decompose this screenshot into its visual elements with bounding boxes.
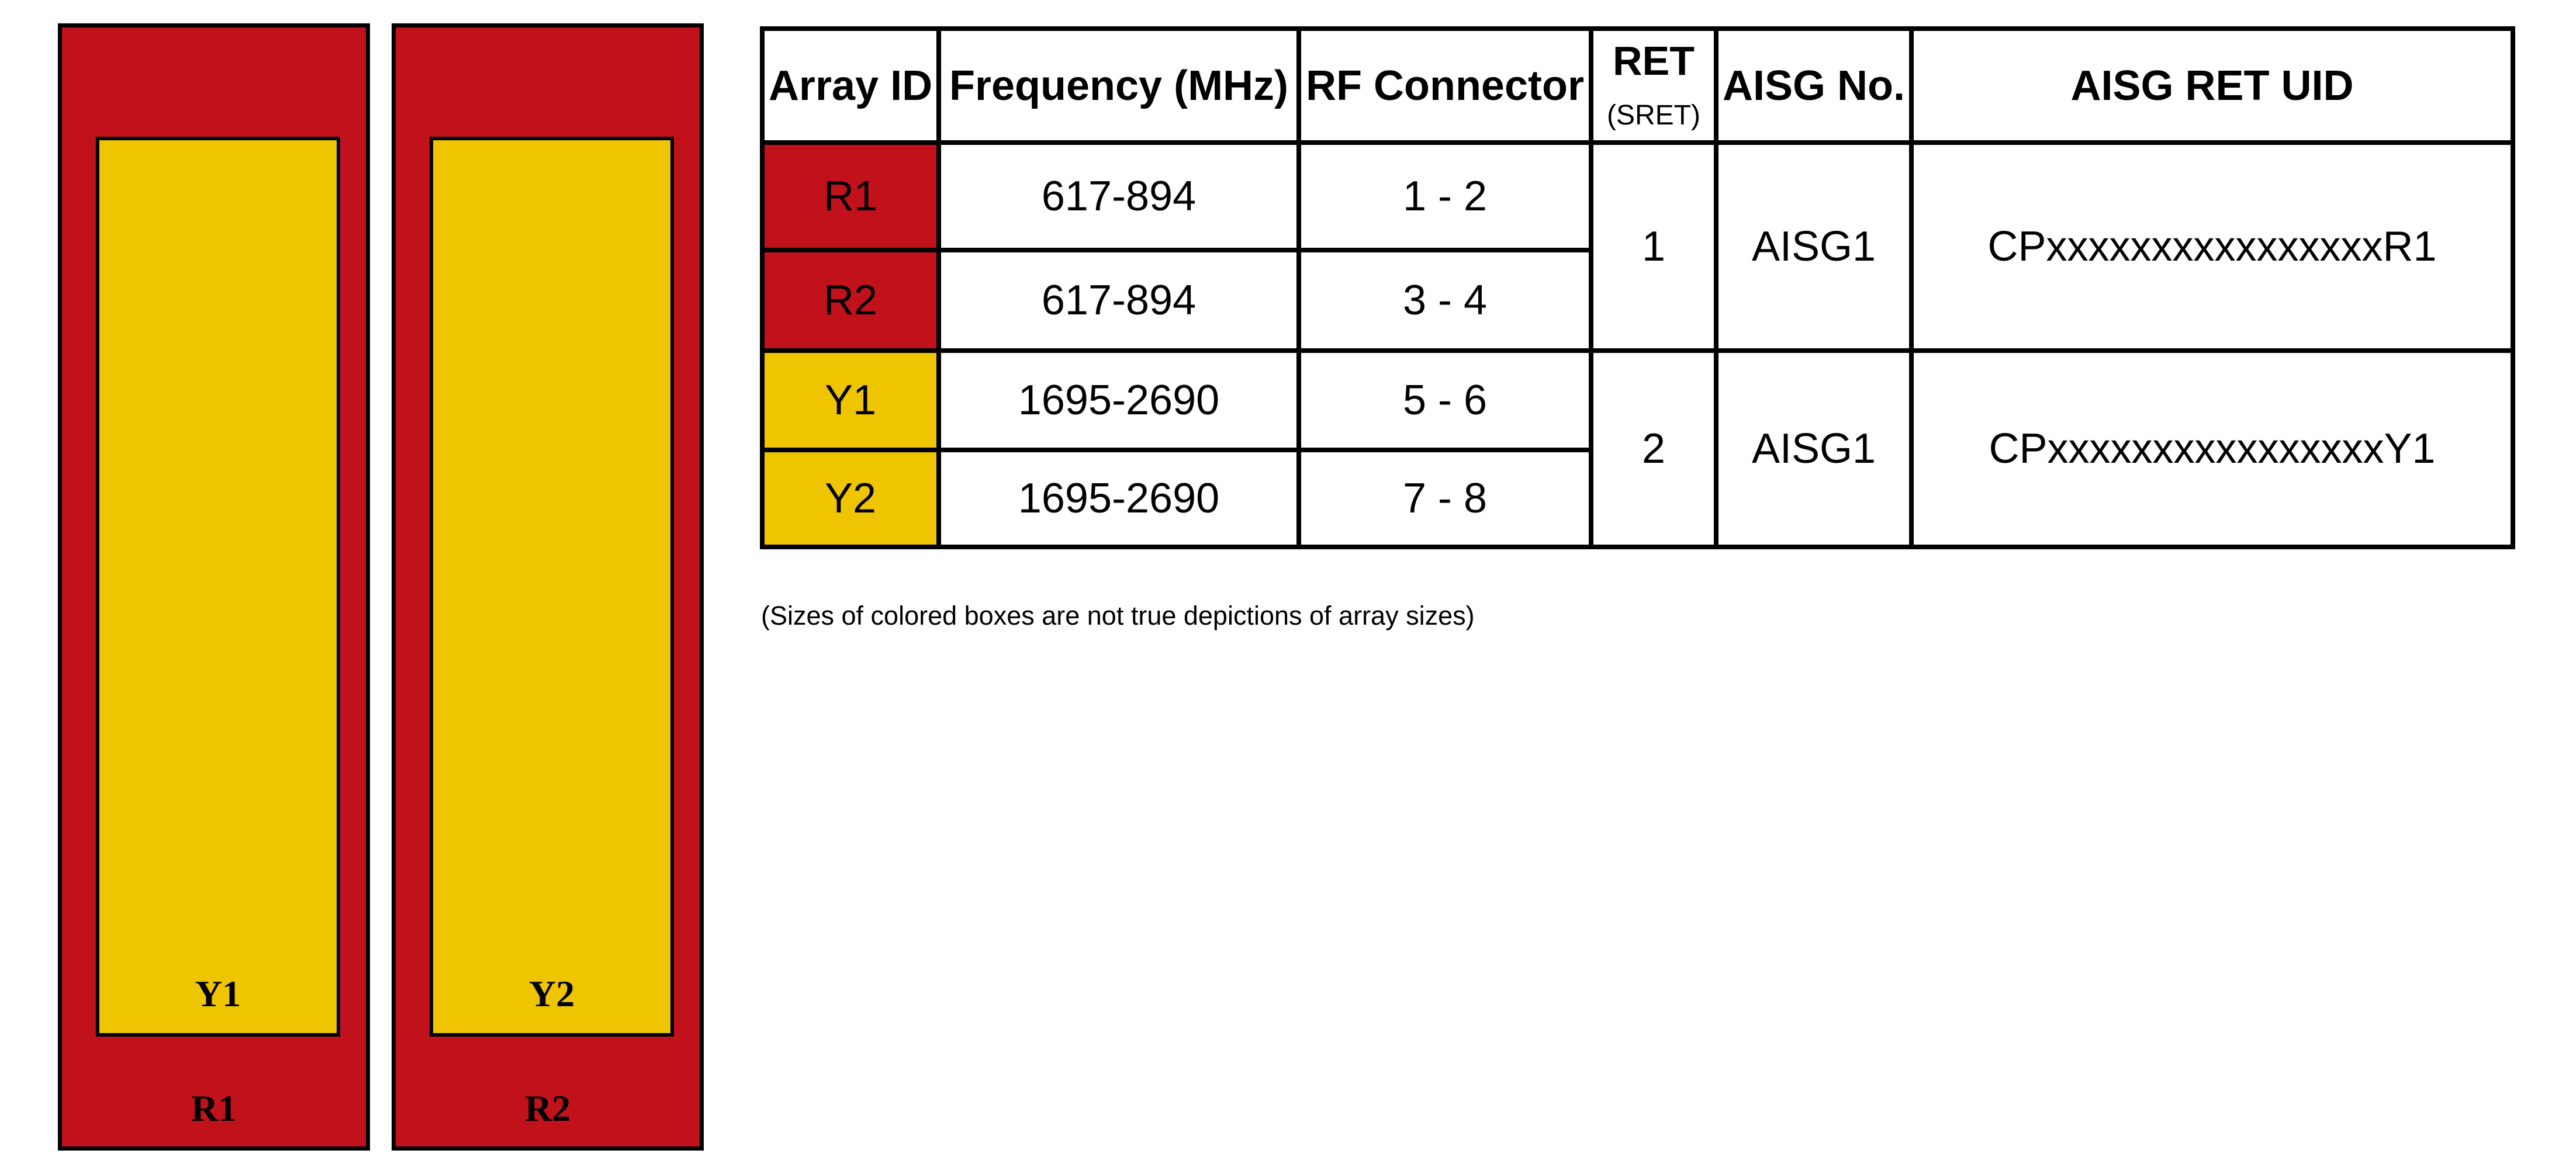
cell-aisg-no-group1: AISG1 (1714, 140, 1914, 353)
cell-rf-connector-y1: 5 - 6 (1296, 348, 1593, 452)
cell-frequency-r2: 617-894 (936, 248, 1301, 353)
cell-aisg-no-group2: AISG1 (1714, 348, 1914, 549)
header-ret-sub: (SRET) (1607, 99, 1700, 131)
array-box-y2: Y2 (430, 137, 674, 1037)
header-rf-connector: RF Connector (1296, 26, 1593, 145)
cell-rf-connector-y2: 7 - 8 (1296, 448, 1593, 549)
cell-array-id-r1: R1 (760, 140, 941, 252)
table-row-y1: Y1 1695-2690 5 - 6 2 AISG1 CPxxxxxxxxxxx… (760, 348, 2515, 549)
cell-frequency-y1: 1695-2690 (936, 348, 1301, 452)
array-box-y1: Y1 (96, 137, 340, 1037)
table-row-r1: R1 617-894 1 - 2 1 AISG1 CPxxxxxxxxxxxxx… (760, 140, 2515, 353)
cell-rf-connector-r2: 3 - 4 (1296, 248, 1593, 353)
table-header-row: Array ID Frequency (MHz) RF Connector RE… (760, 26, 2515, 145)
array-size-disclaimer-note: (Sizes of colored boxes are not true dep… (761, 601, 1475, 630)
cell-ret-group2: 2 (1589, 348, 1719, 549)
cell-array-id-r2: R2 (760, 248, 941, 353)
antenna-panel-r2-label: R2 (524, 1087, 571, 1129)
cell-frequency-y2: 1695-2690 (936, 448, 1301, 549)
header-ret-sret: RET (SRET) (1589, 26, 1719, 145)
cell-frequency-r1: 617-894 (936, 140, 1301, 252)
antenna-panel-r1-label: R1 (191, 1087, 237, 1129)
antenna-panel-r2: Y2 R2 (392, 23, 704, 1151)
table-row-r2: R2 617-894 3 - 4 (760, 248, 2513, 353)
cell-rf-connector-r1: 1 - 2 (1296, 140, 1593, 252)
header-ret-main: RET (1613, 38, 1695, 84)
header-aisg-ret-uid: AISG RET UID (1909, 26, 2515, 145)
array-box-y1-label: Y1 (195, 973, 241, 1014)
header-aisg-no: AISG No. (1714, 26, 1914, 145)
cell-array-id-y2: Y2 (760, 448, 941, 549)
antenna-panel-r1: Y1 R1 (58, 23, 370, 1151)
port-mapping-table: Array ID Frequency (MHz) RF Connector RE… (760, 26, 2515, 549)
table-row-y2: Y2 1695-2690 7 - 8 (760, 448, 2513, 549)
header-array-id: Array ID (760, 26, 941, 145)
cell-aisg-ret-uid-group2: CPxxxxxxxxxxxxxxxxY1 (1909, 348, 2515, 549)
header-frequency: Frequency (MHz) (936, 26, 1301, 145)
array-box-y2-label: Y2 (528, 973, 575, 1014)
cell-ret-group1: 1 (1589, 140, 1719, 353)
cell-aisg-ret-uid-group1: CPxxxxxxxxxxxxxxxxR1 (1909, 140, 2515, 353)
cell-array-id-y1: Y1 (760, 348, 941, 452)
